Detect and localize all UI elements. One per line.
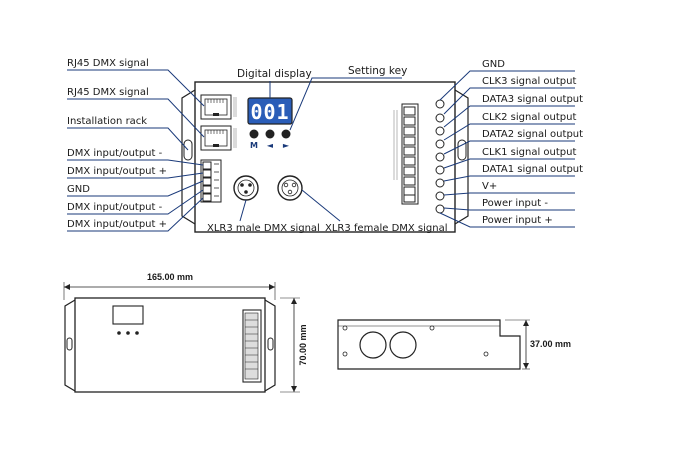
label-power-minus: Power input - bbox=[482, 198, 548, 209]
bottom-callouts: XLR3 male DMX signal XLR3 female DMX sig… bbox=[207, 189, 448, 234]
front-view-terminal bbox=[242, 309, 262, 383]
top-callouts: Digital display Setting key bbox=[237, 65, 407, 131]
label-dmx-io-minus-2: DMX input/output - bbox=[67, 202, 163, 213]
label-clk1: CLK1 signal output bbox=[482, 147, 576, 158]
right-button[interactable] bbox=[281, 129, 291, 139]
xlr-male-connector bbox=[233, 175, 259, 201]
label-dmx-io-plus-1: DMX input/output + bbox=[67, 166, 167, 177]
device-top-view: 001 M ◄ ► bbox=[181, 81, 469, 233]
dimension-front-view: 165.00 mm 70.00 mm bbox=[63, 272, 308, 393]
label-vplus: V+ bbox=[482, 181, 497, 192]
rj45-port-2 bbox=[200, 125, 232, 151]
display-value: 001 bbox=[250, 100, 289, 124]
label-clk3: CLK3 signal output bbox=[482, 76, 576, 87]
xlr-female-connector bbox=[277, 175, 303, 201]
label-setting-key: Setting key bbox=[348, 65, 407, 77]
right-rack-slot bbox=[457, 139, 467, 161]
right-callouts: GND CLK3 signal output DATA3 signal outp… bbox=[439, 59, 583, 228]
label-gnd-left: GND bbox=[67, 184, 90, 195]
side-view-body bbox=[337, 319, 521, 370]
label-data3: DATA3 signal output bbox=[482, 94, 583, 105]
dim-height: 70.00 mm bbox=[298, 324, 308, 365]
label-power-plus: Power input + bbox=[482, 215, 553, 226]
right-terminal-block bbox=[401, 103, 419, 205]
right-mounting-ear bbox=[454, 89, 469, 225]
right-screw-terminals bbox=[435, 99, 445, 214]
dimension-side-view: 37.00 mm bbox=[337, 319, 571, 370]
label-xlr-female: XLR3 female DMX signal bbox=[325, 223, 448, 234]
front-view-body bbox=[74, 297, 266, 393]
rj45-port-1 bbox=[200, 94, 232, 120]
side-xlr-1 bbox=[359, 331, 387, 359]
label-digital-display: Digital display bbox=[237, 68, 312, 80]
mode-button[interactable] bbox=[249, 129, 259, 139]
label-dmx-io-plus-2: DMX input/output + bbox=[67, 219, 167, 230]
front-view-display bbox=[112, 305, 144, 325]
label-dmx-io-minus-1: DMX input/output - bbox=[67, 148, 163, 159]
label-rj45-1: RJ45 DMX signal bbox=[67, 58, 149, 69]
label-rj45-2: RJ45 DMX signal bbox=[67, 87, 149, 98]
left-button[interactable] bbox=[265, 129, 275, 139]
side-xlr-2 bbox=[389, 331, 417, 359]
label-clk2: CLK2 signal output bbox=[482, 112, 576, 123]
left-mounting-ear bbox=[181, 89, 196, 225]
dim-width: 165.00 mm bbox=[147, 272, 193, 282]
label-xlr-male: XLR3 male DMX signal bbox=[207, 223, 320, 234]
button-label-right: ► bbox=[283, 141, 290, 150]
left-callouts: RJ45 DMX signal RJ45 DMX signal Installa… bbox=[67, 58, 205, 232]
left-terminal-block bbox=[200, 159, 222, 203]
label-data1: DATA1 signal output bbox=[482, 164, 583, 175]
button-label-mode: M bbox=[250, 141, 258, 150]
dim-depth: 37.00 mm bbox=[530, 339, 571, 349]
button-label-left: ◄ bbox=[267, 141, 274, 150]
label-data2: DATA2 signal output bbox=[482, 129, 583, 140]
label-gnd-right: GND bbox=[482, 59, 505, 70]
label-installation-rack: Installation rack bbox=[67, 116, 147, 127]
